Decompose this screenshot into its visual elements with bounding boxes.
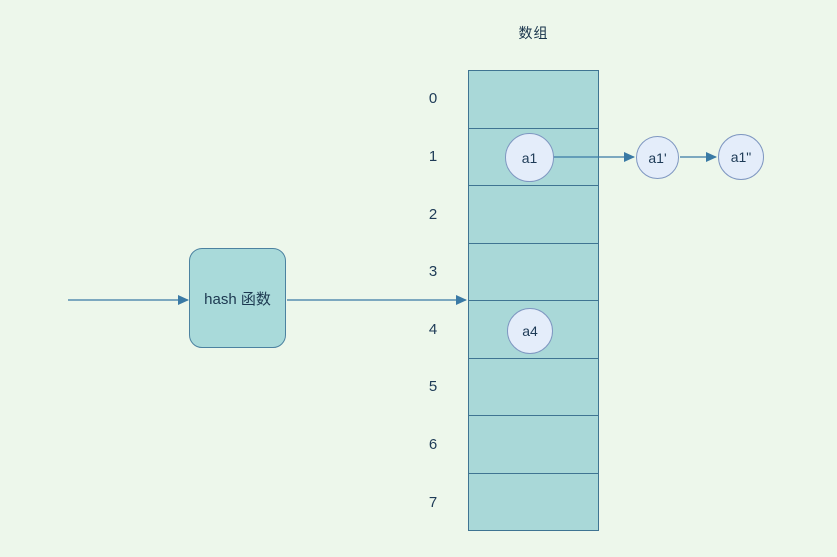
index-label-2: 2 [428, 205, 438, 223]
index-label-4: 4 [428, 320, 438, 338]
index-label-7: 7 [428, 493, 438, 511]
node-a1-prime: a1' [636, 136, 679, 179]
hash-function-box: hash 函数 [189, 248, 286, 348]
index-label-5: 5 [428, 378, 438, 396]
array-cell-5 [469, 358, 598, 416]
array-cell-3 [469, 243, 598, 301]
index-labels: 0 1 2 3 4 5 6 7 [413, 70, 453, 531]
index-label-0: 0 [428, 90, 438, 108]
array-cell-0 [469, 71, 598, 129]
node-a4: a4 [507, 308, 553, 354]
index-label-6: 6 [428, 436, 438, 454]
array-title: 数组 [518, 25, 549, 41]
index-label-3: 3 [428, 263, 438, 281]
array-cell-6 [469, 416, 598, 474]
array-cell-7 [469, 473, 598, 530]
node-a1: a1 [505, 133, 554, 182]
node-a1-double-prime: a1" [718, 134, 764, 180]
index-label-1: 1 [428, 147, 438, 165]
array-cell-2 [469, 186, 598, 244]
